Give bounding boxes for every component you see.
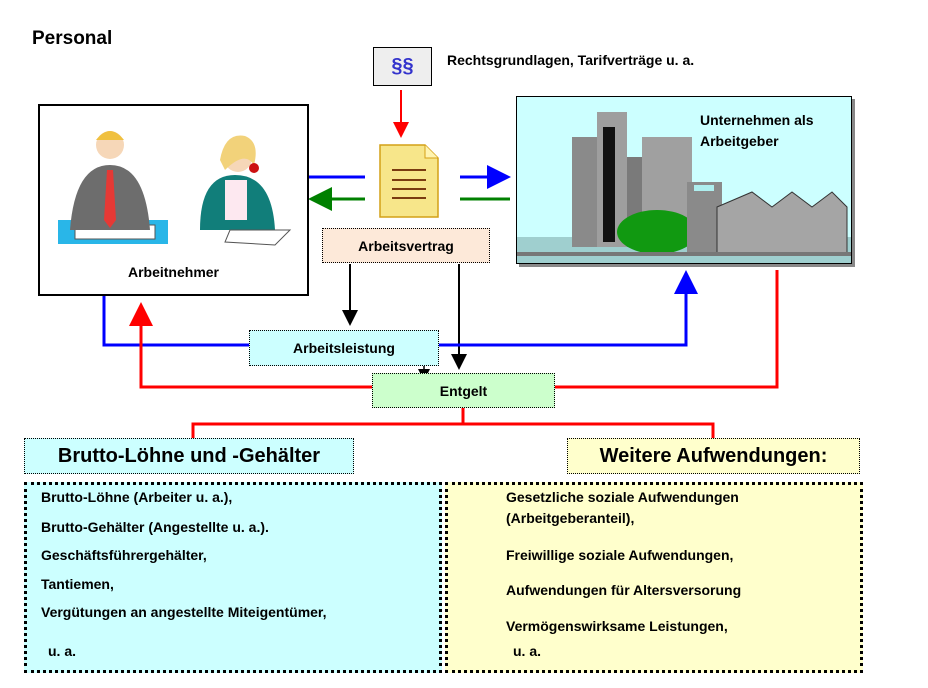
gross-wages-list: Brutto-Löhne (Arbeiter u. a.), Brutto-Ge…	[24, 482, 442, 673]
red-pay-loop-right	[553, 270, 779, 389]
contract-document-icon	[379, 144, 439, 218]
work-performance-box: Arbeitsleistung	[249, 330, 439, 366]
contract-box: Arbeitsvertrag	[322, 228, 490, 263]
blue-work-loop-left	[102, 293, 249, 347]
other-expenses-heading: Weitere Aufwendungen:	[567, 438, 860, 474]
law-icon: §§	[373, 47, 432, 86]
employees-illustration-icon	[58, 131, 292, 246]
page-title: Personal	[32, 28, 113, 49]
list-item: u. a.	[48, 643, 77, 659]
employer-label-line1: Unternehmen als	[700, 112, 814, 128]
list-item: Geschäftsführergehälter,	[41, 547, 207, 563]
list-item: Vergütungen an angestellte Miteigentümer…	[41, 604, 327, 620]
employer-label: Unternehmen als Arbeitgeber	[700, 110, 814, 152]
list-item: Vermögenswirksame Leistungen,	[506, 618, 728, 634]
list-item: Brutto-Gehälter (Angestellte u. a.).	[41, 519, 269, 535]
list-item: (Arbeitgeberanteil),	[506, 510, 635, 526]
employee-box: Arbeitnehmer	[38, 104, 309, 296]
pay-split	[191, 406, 465, 438]
blue-work-loop-right	[437, 270, 698, 347]
list-item: Gesetzliche soziale Aufwendungen	[506, 489, 739, 505]
company-buildings-icon	[517, 112, 851, 263]
list-item: Brutto-Löhne (Arbeiter u. a.),	[41, 489, 233, 505]
red-pay-loop-left	[129, 302, 372, 389]
gross-wages-heading: Brutto-Löhne und -Gehälter	[24, 438, 354, 474]
list-item: u. a.	[513, 643, 542, 659]
employee-label: Arbeitnehmer	[127, 264, 220, 280]
other-expenses-list: Gesetzliche soziale Aufwendungen (Arbeit…	[445, 482, 863, 673]
employer-label-line2: Arbeitgeber	[700, 133, 779, 149]
employer-box: Unternehmen als Arbeitgeber	[516, 96, 852, 264]
remuneration-box: Entgelt	[372, 373, 555, 408]
law-label: Rechtsgrundlagen, Tarifverträge u. a.	[447, 52, 695, 68]
pay-split-right	[463, 422, 715, 438]
list-item: Freiwillige soziale Aufwendungen,	[506, 547, 734, 563]
list-item: Aufwendungen für Altersversorung	[506, 582, 742, 598]
list-item: Tantiemen,	[41, 576, 114, 592]
